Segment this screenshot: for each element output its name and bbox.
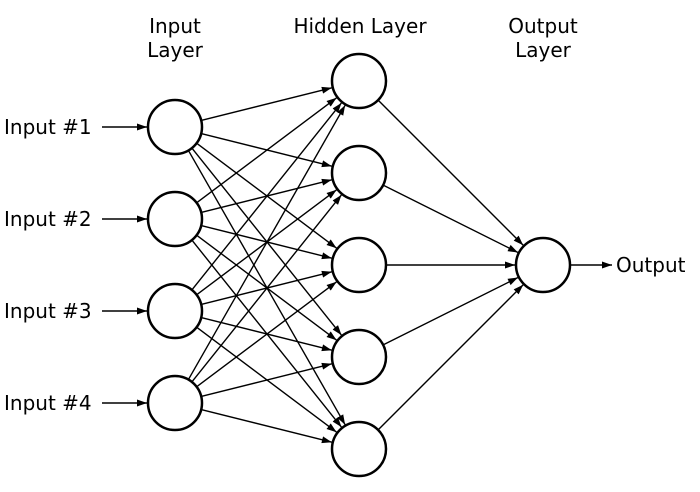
input-layer-title-line-2: Layer	[147, 38, 204, 62]
input-label-2: Input #2	[4, 207, 92, 231]
input-label-3: Input #3	[4, 299, 92, 323]
input-neuron-4	[146, 374, 204, 432]
input-neuron-3	[146, 282, 204, 340]
hidden-neuron-5	[330, 420, 388, 478]
edge-input-4-to-hidden-4	[201, 362, 333, 398]
edge-hidden-4-to-output-1	[382, 276, 519, 346]
edge-hidden-5-to-output-1	[377, 284, 524, 431]
hidden-neuron-3	[330, 236, 388, 294]
edge-input-4-to-hidden-3	[196, 281, 338, 388]
input-neuron-1	[146, 98, 204, 156]
edge-hidden-2-to-output-1	[382, 184, 519, 254]
hidden-layer-title: Hidden Layer	[293, 14, 427, 38]
input-neuron-2	[146, 190, 204, 248]
output-label: Output	[616, 253, 686, 277]
output-neuron-1	[514, 236, 572, 294]
edge-input-1-to-hidden-1	[201, 86, 333, 122]
io-arrows	[102, 123, 612, 407]
input-label-1: Input #1	[4, 115, 92, 139]
connections	[187, 86, 524, 444]
output-layer-title-line-2: Layer	[515, 38, 572, 62]
input-label-4: Input #4	[4, 391, 92, 415]
hidden-neuron-1	[330, 52, 388, 110]
neurons	[146, 52, 572, 478]
edge-input-4-to-hidden-5	[201, 408, 333, 444]
output-layer-title-line-1: Output	[508, 14, 578, 38]
edge-input-4-to-hidden-1	[187, 104, 346, 380]
hidden-neuron-2	[330, 144, 388, 202]
hidden-neuron-4	[330, 328, 388, 386]
edge-input-3-to-hidden-1	[191, 102, 343, 291]
edge-input-2-to-hidden-1	[196, 97, 338, 204]
edge-hidden-1-to-output-1	[377, 99, 524, 246]
edge-input-4-to-hidden-2	[191, 194, 343, 383]
input-layer-title-line-1: Input	[149, 14, 201, 38]
